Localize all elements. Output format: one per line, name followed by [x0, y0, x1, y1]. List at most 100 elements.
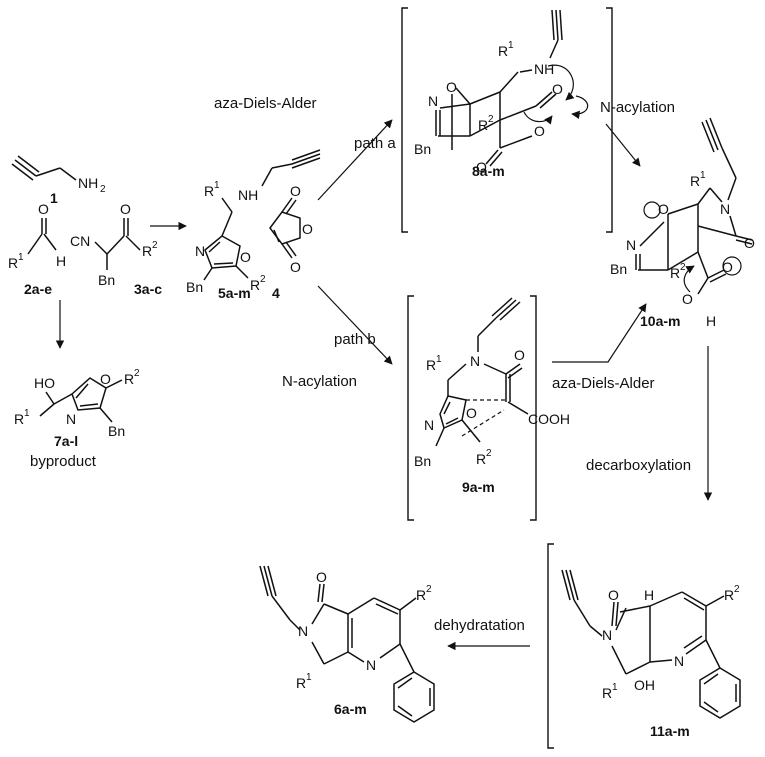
aza-diels-alder-top-label: aza-Diels-Alder [214, 95, 317, 112]
compound-7-structure: HO R 1 O N R 2 Bn 7a-l byproduct [14, 368, 140, 470]
imine-n: N [428, 93, 438, 109]
r2-label: R [124, 371, 134, 387]
pyridine-n: N [366, 657, 376, 673]
path-b-label: path b [334, 331, 376, 348]
r2-label: R [250, 277, 260, 293]
oxazole-o: O [240, 249, 251, 265]
benzyl-label: Bn [98, 272, 115, 288]
svg-text:1: 1 [436, 354, 442, 365]
compound-10-label: 10a-m [640, 313, 680, 329]
svg-text:1: 1 [306, 672, 312, 683]
compound-8-structure: O N R 1 NH O O O R 2 Bn 8a [414, 9, 589, 179]
r1-label: R [204, 183, 214, 199]
aldehyde-oxygen: O [38, 201, 49, 217]
svg-text:1: 1 [24, 408, 30, 419]
path-a-label: path a [354, 135, 396, 152]
oxazole-o: O [466, 405, 477, 421]
r2-label: R [142, 243, 152, 259]
compound-3-structure: CN O R 2 Bn 3a-c [70, 201, 162, 297]
oxazole-n: N [66, 411, 76, 427]
bridge-o: O [446, 79, 457, 95]
lactam-n: N [720, 201, 730, 217]
r2-label: R [724, 587, 734, 603]
lactam-n: N [602, 627, 612, 643]
hydroxyl-label: HO [34, 375, 55, 391]
svg-text:1: 1 [612, 682, 618, 693]
compound-5-structure: N O R 1 NH Bn R 2 5a-m [186, 149, 321, 301]
svg-text:1: 1 [214, 180, 220, 191]
svg-text:2: 2 [152, 240, 158, 251]
compound-9-structure: N R 1 O COOH N O Bn R 2 9a-m [414, 297, 570, 495]
byproduct-label: byproduct [30, 453, 97, 470]
compound-7-label: 7a-l [54, 433, 78, 449]
compound-1-label: 1 [50, 190, 58, 206]
decarboxylation-label: decarboxylation [586, 457, 691, 474]
r2-label: R [670, 265, 680, 281]
compound-1-structure: NH 2 1 [11, 155, 106, 206]
bracket-9-right [530, 295, 537, 521]
benzyl-label: Bn [108, 423, 125, 439]
arrow-path-a [317, 119, 393, 201]
compound-11-label: 11a-m [650, 723, 690, 739]
arrow-path-b [317, 285, 393, 365]
amide-o: O [514, 347, 525, 363]
lactam-o: O [316, 569, 327, 585]
svg-text:1: 1 [508, 40, 514, 51]
amine-subscript: 2 [100, 184, 106, 195]
benzyl-label: Bn [186, 279, 203, 295]
compound-9-label: 9a-m [462, 479, 495, 495]
r1-label: R [690, 173, 700, 189]
benzyl-label: Bn [414, 453, 431, 469]
compound-2-structure: O R 1 H 2a-e [8, 201, 66, 297]
amine-label: NH [78, 175, 98, 191]
svg-text:2: 2 [260, 274, 266, 285]
n-acylation-left-label: N-acylation [282, 373, 357, 390]
r1-label: R [498, 43, 508, 59]
anhydride-o-top: O [290, 183, 301, 199]
svg-text:2: 2 [426, 584, 432, 595]
dehydratation-label: dehydratation [434, 617, 525, 634]
arrow-9-to-10 [552, 303, 647, 363]
compound-11-structure: N O H R 1 OH R 2 N 11a-m [561, 569, 741, 739]
amide-n: N [470, 353, 480, 369]
compound-2-label: 2a-e [24, 281, 52, 297]
isocyanide-label: CN [70, 233, 90, 249]
lactam-n: N [298, 623, 308, 639]
svg-text:2: 2 [680, 262, 686, 273]
n-acylation-top-label: N-acylation [600, 99, 675, 116]
r2-label: R [416, 587, 426, 603]
anhydride-o-bottom: O [290, 259, 301, 275]
arrow-8-to-10 [605, 123, 641, 167]
svg-text:1: 1 [18, 252, 24, 263]
compound-10-structure: O N R 1 N O O O H R 2 Bn [610, 117, 755, 329]
compound-8-label: 8a-m [472, 163, 505, 179]
bridge-o: O [658, 201, 669, 217]
lactam-o: O [744, 235, 755, 251]
compound-4-structure: O O O 4 [269, 183, 313, 301]
bracket-9-left [407, 295, 414, 521]
ketone-oxygen: O [120, 201, 131, 217]
benzyl-label: Bn [414, 141, 431, 157]
ring-n: N [674, 653, 684, 669]
anhydride-o: O [534, 123, 545, 139]
aza-diels-alder-bottom-label: aza-Diels-Alder [552, 375, 655, 392]
oxazole-n: N [424, 417, 434, 433]
svg-text:2: 2 [486, 448, 492, 459]
r1-label: R [602, 685, 612, 701]
lactam-o: O [608, 587, 619, 603]
bracket-11-left [547, 543, 554, 749]
carbonyl-o-top: O [552, 81, 563, 97]
hydroxyl-label: OH [634, 677, 655, 693]
carboxylic-acid-label: COOH [528, 411, 570, 427]
r2-label: R [478, 117, 488, 133]
aldehyde-h: H [56, 253, 66, 269]
anhydride-o-ring: O [302, 221, 313, 237]
r1-label: R [14, 411, 24, 427]
svg-text:2: 2 [488, 114, 494, 125]
acid-o: O [722, 259, 733, 275]
svg-text:2: 2 [134, 368, 140, 379]
r2-label: R [476, 451, 486, 467]
bracket-8-right [606, 7, 613, 233]
acid-oh: O [682, 291, 693, 307]
